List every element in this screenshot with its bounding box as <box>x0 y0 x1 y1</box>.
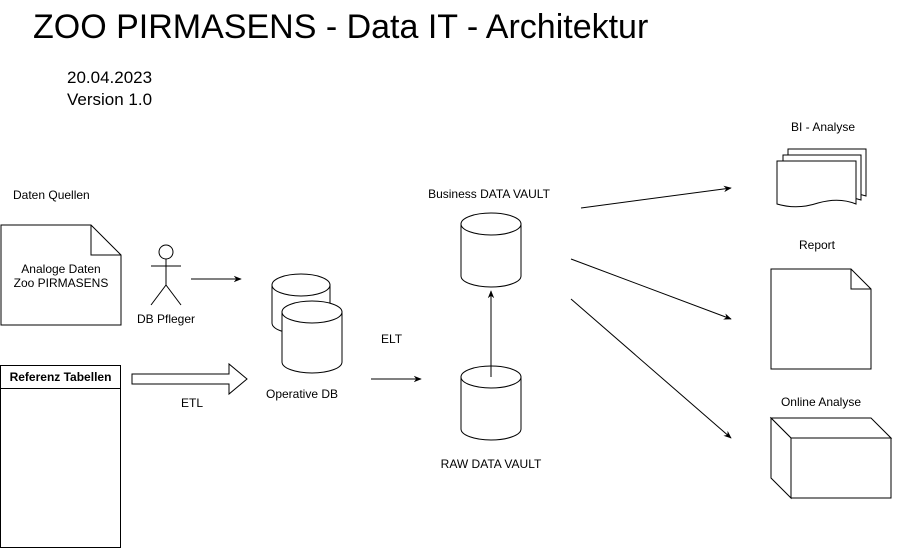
bi-analyse-label: BI - Analyse <box>790 120 856 134</box>
analog-doc-line2: Zoo PIRMASENS <box>13 276 109 290</box>
arrow-to-online <box>570 298 732 439</box>
online-analyse-cube[interactable] <box>769 416 893 500</box>
diagram-date: 20.04.2023 <box>67 68 153 87</box>
raw-vault-label: RAW DATA VAULT <box>440 457 542 471</box>
diagram-version: Version 1.0 <box>67 90 153 109</box>
actor-label: DB Pfleger <box>136 312 196 326</box>
bi-analyse-multidocument[interactable] <box>776 148 867 208</box>
page-title: ZOO PIRMASENS - Data IT - Architektur <box>33 8 649 46</box>
online-analyse-label: Online Analyse <box>780 395 862 409</box>
referenz-tabellen-container[interactable]: Referenz Tabellen <box>0 365 121 548</box>
business-vault-label: Business DATA VAULT <box>428 187 550 201</box>
etl-block-arrow[interactable] <box>131 362 248 396</box>
etl-label: ETL <box>181 396 204 410</box>
operative-db-label: Operative DB <box>265 387 339 401</box>
arrow-to-report <box>570 258 732 320</box>
report-label: Report <box>798 238 836 252</box>
arrow-to-bi <box>580 185 732 209</box>
db-pfleger-actor[interactable] <box>150 244 182 306</box>
operative-db-cylinders[interactable] <box>271 273 343 374</box>
analog-doc-line1: Analoge Daten <box>21 262 101 276</box>
raw-data-vault-cylinder[interactable] <box>460 365 522 441</box>
referenz-tabellen-header: Referenz Tabellen <box>1 366 120 389</box>
business-data-vault-cylinder[interactable] <box>460 212 522 288</box>
sources-heading: Daten Quellen <box>13 188 90 202</box>
elt-label: ELT <box>381 332 403 346</box>
report-document[interactable] <box>770 268 872 370</box>
